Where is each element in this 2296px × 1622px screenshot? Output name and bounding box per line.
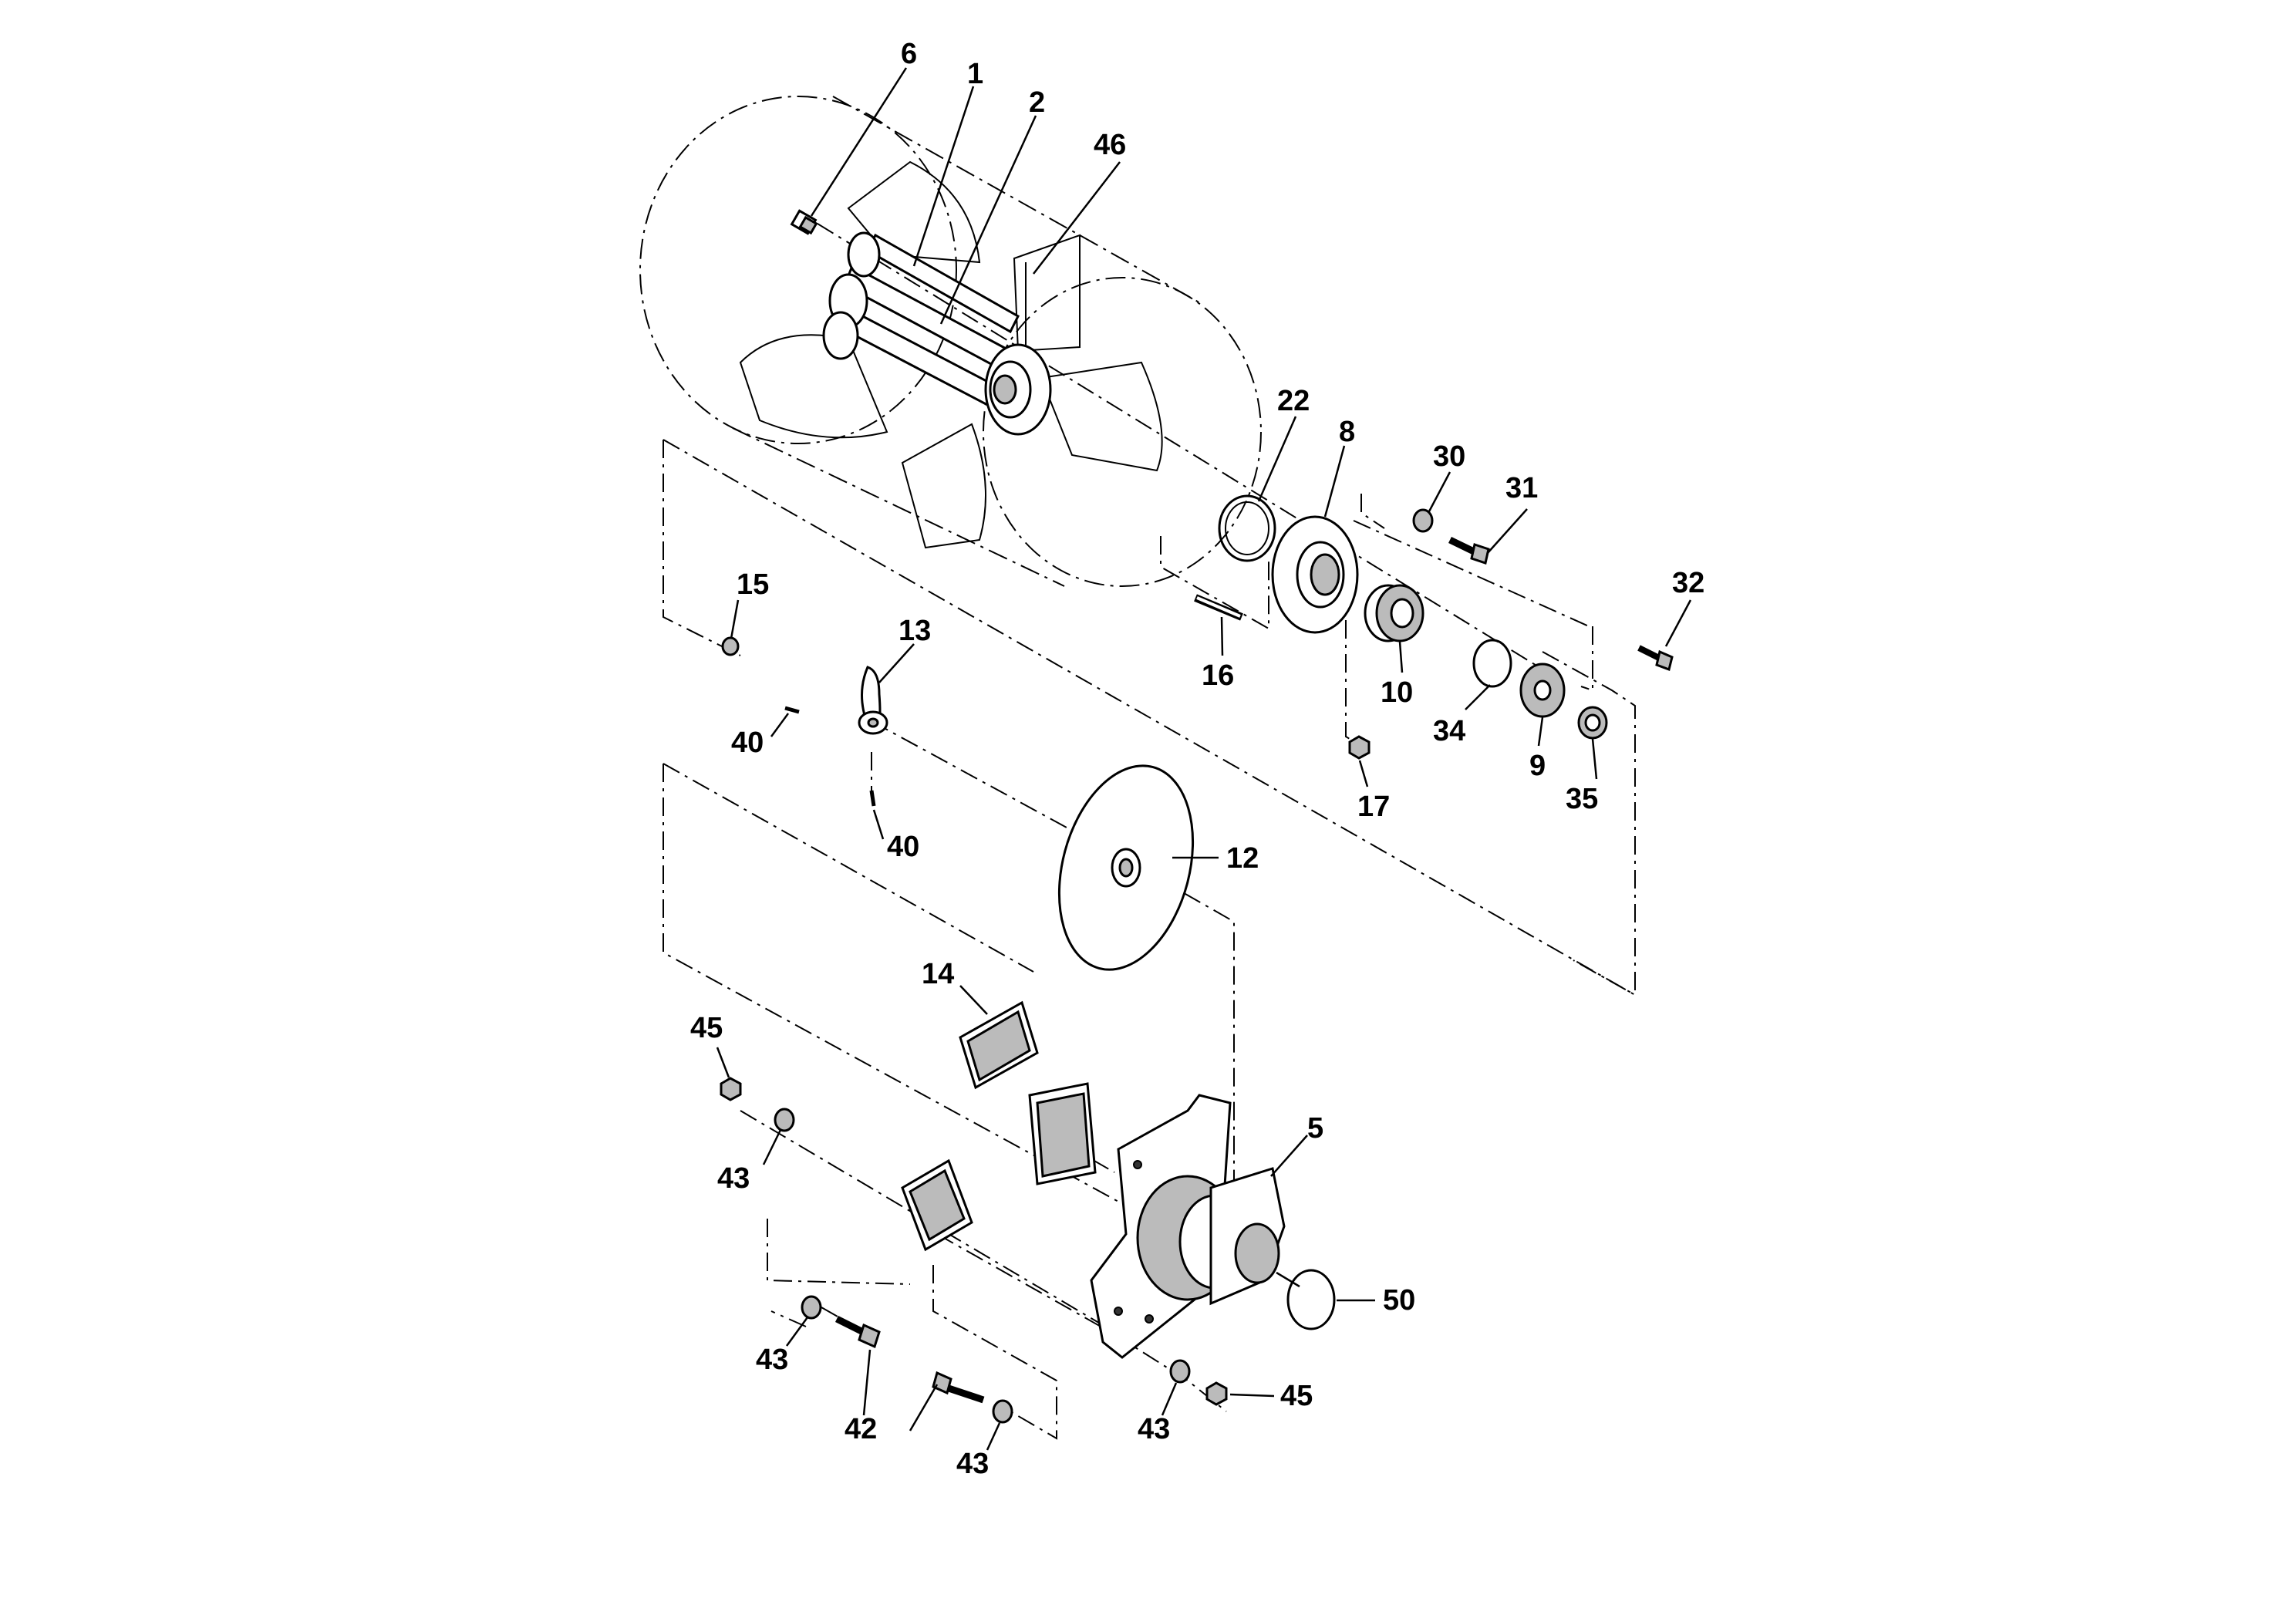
callout-43-a: 43	[717, 1162, 750, 1195]
callout-16: 16	[1202, 659, 1234, 692]
callout-12: 12	[1226, 842, 1259, 875]
bolt-part-42-b	[932, 1371, 985, 1404]
callout-42: 42	[845, 1413, 877, 1445]
bolt-part-31	[1448, 536, 1490, 565]
washer-part-43-d	[1169, 1359, 1191, 1384]
o-ring-part-22-inner	[1225, 501, 1269, 555]
lock-nut-part-35	[1577, 706, 1608, 740]
callout-45-right: 45	[1280, 1380, 1313, 1412]
callout-40-upper: 40	[731, 727, 764, 759]
callout-32: 32	[1672, 567, 1704, 599]
callout-14: 14	[922, 958, 954, 990]
thrust-washer-part-9	[1519, 663, 1566, 718]
callout-labels: 6 1 2 46 22 8 30 31 32 15 13 16 10 34 9 …	[690, 38, 1704, 1480]
leader-lines	[716, 67, 1692, 1451]
callout-13: 13	[899, 615, 931, 647]
callout-17: 17	[1357, 791, 1390, 823]
callout-2: 2	[1029, 86, 1045, 119]
nut-part-45-left	[720, 1077, 742, 1101]
snap-ring-part-34	[1472, 639, 1512, 688]
callout-34: 34	[1433, 715, 1465, 747]
screw-part-40-bottom	[869, 790, 876, 807]
callout-6: 6	[901, 38, 917, 70]
callout-50: 50	[1383, 1284, 1415, 1317]
callout-10: 10	[1381, 676, 1413, 709]
callout-22: 22	[1277, 385, 1310, 417]
drum-outline	[639, 96, 1559, 679]
screw-part-40-top	[784, 706, 800, 714]
callout-43-b: 43	[756, 1344, 788, 1376]
bolt-part-42-a	[834, 1315, 881, 1349]
callout-45-left: 45	[690, 1012, 723, 1044]
hub-flange	[984, 343, 1052, 436]
callout-9: 9	[1529, 750, 1546, 782]
callout-43-c: 43	[956, 1448, 989, 1480]
callout-8: 8	[1339, 416, 1355, 448]
brake-disc-part-12	[1057, 764, 1195, 971]
nut-part-45-right	[1205, 1381, 1228, 1406]
grease-fitting-part-6	[790, 209, 818, 235]
stud-part-16	[1194, 594, 1243, 621]
callout-30: 30	[1433, 440, 1465, 473]
washer-part-43-b	[801, 1295, 822, 1320]
washer-part-43-c	[992, 1399, 1013, 1424]
callout-46: 46	[1094, 129, 1126, 161]
shaft-assembly-part-1-2	[822, 231, 1020, 411]
washer-part-30	[1412, 508, 1434, 533]
cap-part-50	[1286, 1269, 1336, 1330]
bearing-part-10	[1364, 584, 1424, 642]
bolt-part-32	[1637, 645, 1674, 671]
callout-43-d: 43	[1138, 1413, 1170, 1445]
washer-part-15	[721, 636, 740, 656]
callout-40-lower: 40	[887, 831, 919, 863]
drum-internal-fins	[739, 160, 1163, 549]
washer-part-43-a	[774, 1108, 795, 1132]
callout-35: 35	[1566, 783, 1598, 815]
callout-1: 1	[967, 58, 983, 90]
brake-pads-part-14	[901, 1000, 1097, 1252]
nut-part-17	[1348, 735, 1371, 760]
o-ring-part-22	[1218, 494, 1276, 562]
caliper-assembly-part-5	[1090, 1094, 1286, 1359]
bracket-part-13	[858, 666, 888, 735]
callout-5: 5	[1307, 1112, 1323, 1145]
callout-15: 15	[737, 568, 769, 601]
callout-31: 31	[1505, 472, 1538, 504]
bearing-flange-part-8	[1271, 515, 1359, 634]
